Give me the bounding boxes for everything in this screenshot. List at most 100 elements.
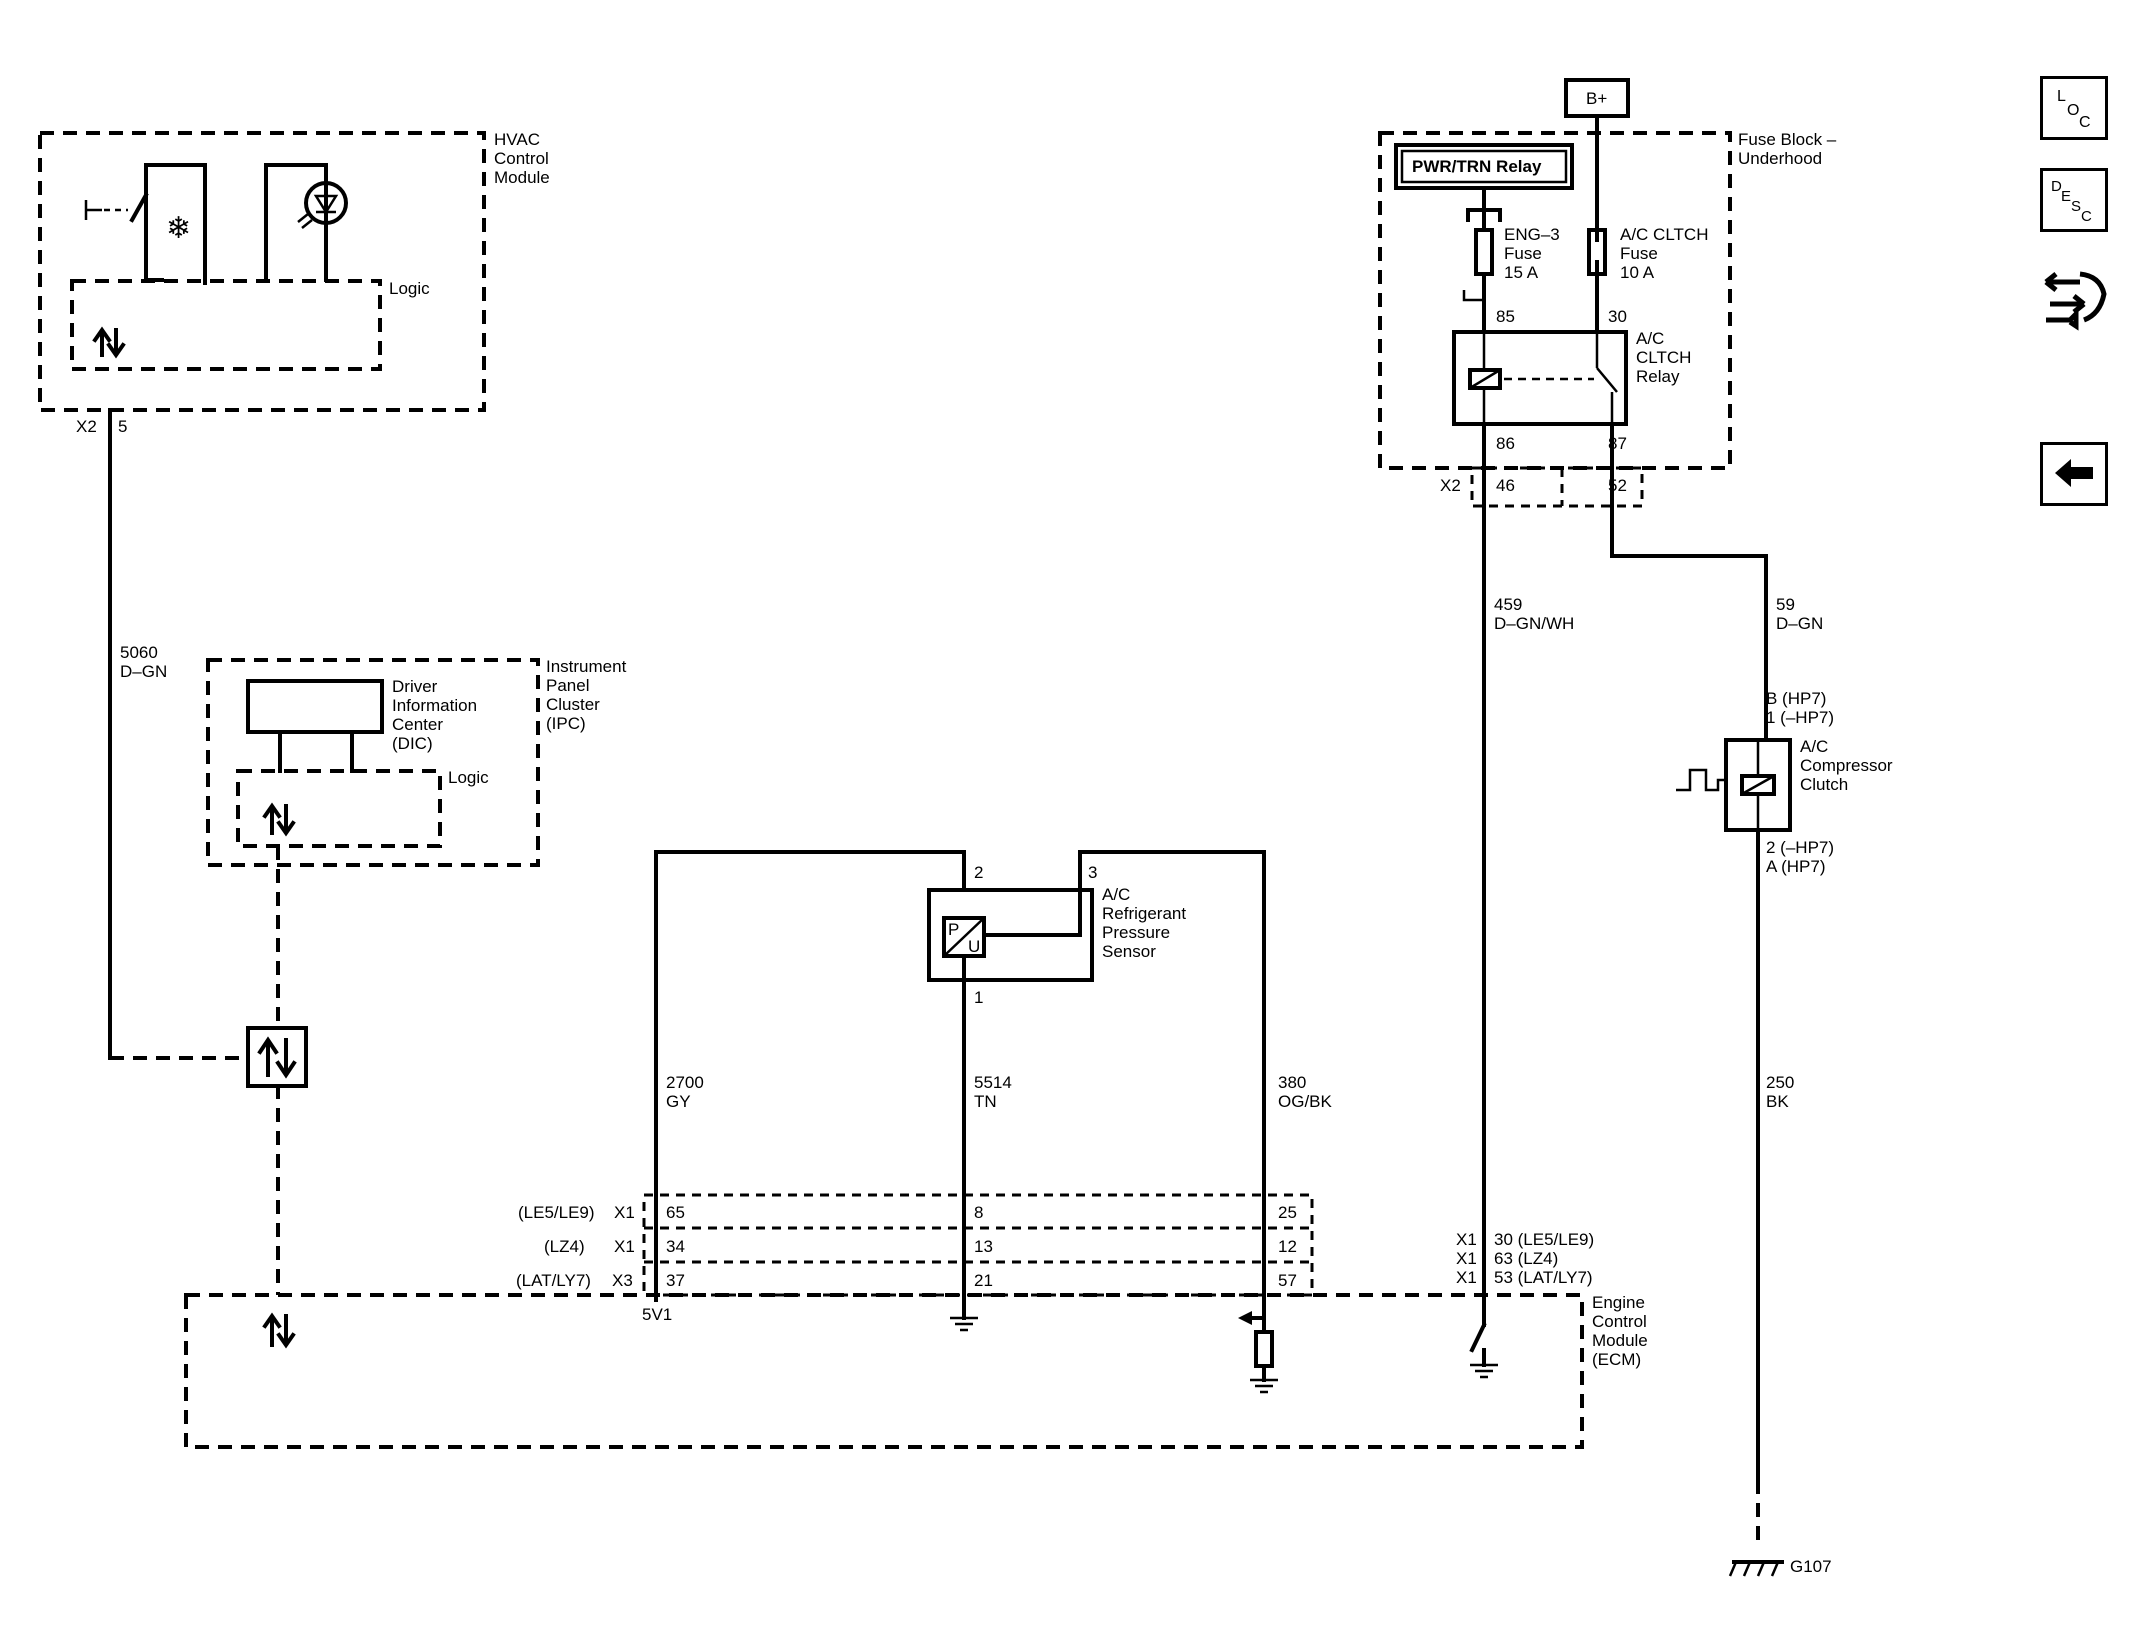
- clutch-label-1: A/C: [1800, 737, 1828, 756]
- pwr-trn-relay-label: PWR/TRN Relay: [1412, 157, 1542, 176]
- ecm-row-1-variant: (LE5/LE9): [518, 1203, 595, 1222]
- ecm-data-arrows-icon: [262, 1312, 296, 1349]
- ecm-label-1: Engine: [1592, 1293, 1645, 1312]
- ac-clutch-fuse-icon: [1587, 228, 1607, 276]
- ecm-row-3-pin-c: 57: [1278, 1271, 1297, 1290]
- wire-459-color: D–GN/WH: [1494, 614, 1574, 633]
- ecm-row-3-conn: X3: [612, 1271, 633, 1290]
- relay-pin-85: 85: [1496, 307, 1515, 326]
- ecm-row-1-pin-b: 8: [974, 1203, 983, 1222]
- hvac-control-module: HVAC Control Module ❄ Logic X2 5: [38, 130, 550, 436]
- relay-label-2: CLTCH: [1636, 348, 1691, 367]
- relay-label-1: A/C: [1636, 329, 1664, 348]
- clutch-pin-top-2: 1 (–HP7): [1766, 708, 1834, 727]
- ac-compressor-clutch: B (HP7) 1 (–HP7) A/C Compressor Clutch 2…: [1676, 689, 1893, 876]
- dic-label-3: Center: [392, 715, 443, 734]
- ac-clutch-relay-box: [1452, 330, 1628, 426]
- fuse-block-pin-46: 46: [1496, 476, 1515, 495]
- location-view-button[interactable]: L O C: [2040, 76, 2108, 140]
- wire-2700-circuit: 2700: [666, 1073, 704, 1092]
- sensor-pin-1: 1: [974, 988, 983, 1007]
- diagnostic-procedure-button[interactable]: [2040, 264, 2110, 336]
- ecm-5v-ref-label: 5V1: [642, 1305, 672, 1324]
- clutch-pin-bottom-1: 2 (–HP7): [1766, 838, 1834, 857]
- sensor-symbol-u: U: [968, 937, 980, 956]
- desc-letter-s: S: [2071, 198, 2081, 215]
- relay-pin-86: 86: [1496, 434, 1515, 453]
- engine-control-module: Engine Control Module (ECM) 5V1: [184, 1293, 1648, 1449]
- wire-380-circuit: 380: [1278, 1073, 1306, 1092]
- eng3-fuse-label-3: 15 A: [1504, 263, 1539, 282]
- ac-fuse-label-3: 10 A: [1620, 263, 1655, 282]
- hvac-data-arrows-icon: [92, 326, 126, 359]
- clutch-pin-bottom-2: A (HP7): [1766, 857, 1826, 876]
- ipc-label-3: Cluster: [546, 695, 600, 714]
- wire-250-color: BK: [1766, 1092, 1789, 1111]
- back-arrow-icon: [2055, 459, 2093, 487]
- loc-letter-l: L: [2057, 88, 2066, 105]
- sensor-symbol-p: P: [948, 920, 959, 939]
- ecm-row-2-pin-c: 12: [1278, 1237, 1297, 1256]
- relay-pin-30: 30: [1608, 307, 1627, 326]
- wire-5514-color: TN: [974, 1092, 997, 1111]
- dic-label-2: Information: [392, 696, 477, 715]
- serial-data-junction-icon: [246, 1026, 308, 1088]
- wrench-hand-icon: [2044, 271, 2107, 331]
- sensor-label-2: Refrigerant: [1102, 904, 1186, 923]
- fuse-block-label-1: Fuse Block –: [1738, 130, 1837, 149]
- sensor-label-3: Pressure: [1102, 923, 1170, 942]
- hvac-module-label-1: HVAC: [494, 130, 540, 149]
- ipc-label-4: (IPC): [546, 714, 586, 733]
- description-view-button[interactable]: D E S C: [2040, 168, 2108, 232]
- wire-250-circuit: 250: [1766, 1073, 1794, 1092]
- ipc-label-2: Panel: [546, 676, 589, 695]
- ecm-row-3-variant: (LAT/LY7): [516, 1271, 591, 1290]
- wire-459-circuit: 459: [1494, 595, 1522, 614]
- desc-letter-c: C: [2081, 208, 2092, 225]
- hvac-connector-label: X2: [76, 417, 97, 436]
- ecm-row-2-variant: (LZ4): [544, 1237, 585, 1256]
- ecm-row-3-pin-a: 37: [666, 1271, 685, 1290]
- desc-letter-d: D: [2051, 178, 2062, 195]
- ac-fuse-label-1: A/C CLTCH: [1620, 225, 1708, 244]
- ecm-row-2-conn: X1: [614, 1237, 635, 1256]
- ecm-row-1-pin-c: 25: [1278, 1203, 1297, 1222]
- pull-down-resistor-icon: [1238, 1298, 1278, 1394]
- eng3-fuse-label-1: ENG–3: [1504, 225, 1560, 244]
- loc-letter-o: O: [2067, 102, 2079, 119]
- ecm-right-row-3-conn: X1: [1456, 1268, 1477, 1287]
- sensor-pin-2: 2: [974, 863, 983, 882]
- ecm-row-2-pin-b: 13: [974, 1237, 993, 1256]
- indicator-led-icon: [264, 163, 348, 282]
- sensor-pin-3: 3: [1088, 863, 1097, 882]
- wire-59-color: D–GN: [1776, 614, 1823, 633]
- ground-label: G107: [1790, 1557, 1832, 1576]
- ecm-row-1-pin-a: 65: [666, 1203, 685, 1222]
- sensor-label-4: Sensor: [1102, 942, 1156, 961]
- chassis-ground-icon: [1728, 1560, 1784, 1577]
- clutch-label-3: Clutch: [1800, 775, 1848, 794]
- desc-icon: D E S C: [2051, 178, 2092, 225]
- fuse-block-label-2: Underhood: [1738, 149, 1822, 168]
- ac-pressure-sensor: P U 2 3 1 A/C Refrigerant Pressure Senso…: [654, 850, 1266, 1302]
- back-button[interactable]: [2040, 442, 2108, 506]
- dic-display: [246, 679, 384, 734]
- ipc-label-1: Instrument: [546, 657, 627, 676]
- wire-5514-circuit: 5514: [974, 1073, 1012, 1092]
- wire-5060-color: D–GN: [120, 662, 167, 681]
- loc-icon: L O C: [2057, 88, 2091, 131]
- fuse-block-connector: X2: [1440, 476, 1461, 495]
- loc-letter-c: C: [2079, 114, 2091, 131]
- eng3-fuse-icon: [1474, 228, 1494, 276]
- ecm-label-2: Control: [1592, 1312, 1647, 1331]
- instrument-panel-cluster: Instrument Panel Cluster (IPC) Driver In…: [206, 657, 627, 867]
- ipc-logic-label: Logic: [448, 768, 489, 787]
- ecm-right-row-2-pin: 63 (LZ4): [1494, 1249, 1558, 1268]
- ecm-row-2-pin-a: 34: [666, 1237, 685, 1256]
- ecm-label-4: (ECM): [1592, 1350, 1641, 1369]
- signal-ground-icon: [950, 1298, 978, 1332]
- desc-letter-e: E: [2061, 188, 2071, 205]
- dic-label-4: (DIC): [392, 734, 433, 753]
- hvac-pin-label: 5: [118, 417, 127, 436]
- ecm-connector-rows: (LE5/LE9) X1 65 8 25 (LZ4) X1 34 13 12 (…: [516, 1193, 1314, 1297]
